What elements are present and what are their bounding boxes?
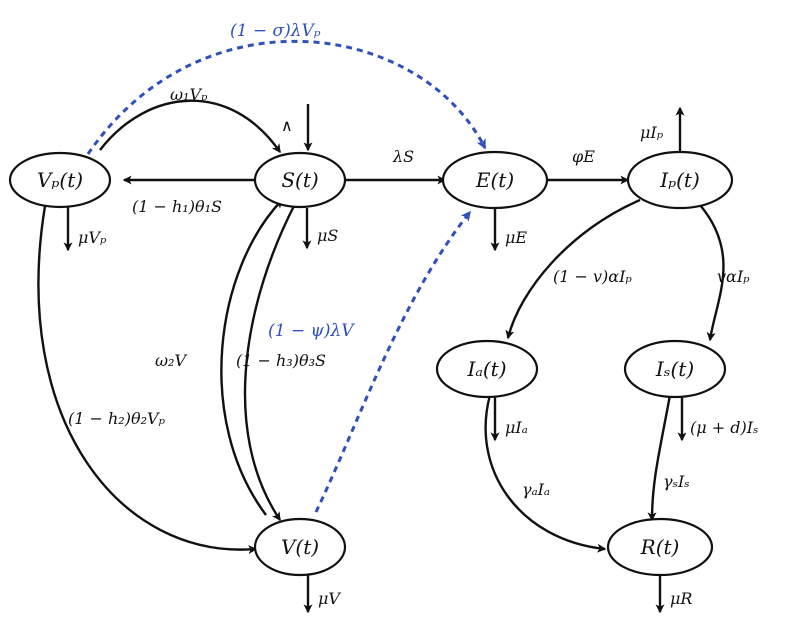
- node-vp: Vₚ(t): [8, 151, 112, 209]
- arrow-ia-to-r: [484, 394, 607, 553]
- label-sigma-lambda-vp: (1 − σ)λVₚ: [230, 21, 321, 41]
- label-h2-theta2-vp: (1 − h₂)θ₂Vₚ: [68, 409, 166, 428]
- arrow-is-to-r: [647, 394, 672, 522]
- node-ip-label: Iₚ(t): [659, 168, 700, 192]
- node-ip: Iₚ(t): [626, 150, 734, 210]
- label-mu-v: μV: [318, 589, 341, 608]
- arrow-vp-to-e-dashed: [86, 40, 487, 155]
- label-v-alpha-ip: vαIₚ: [717, 267, 750, 286]
- label-gamma-a-ia: γₐIₐ: [522, 480, 550, 499]
- node-ia-label: Iₐ(t): [466, 357, 506, 381]
- node-s-label: S(t): [281, 168, 318, 192]
- arrow-ip-to-is: [699, 204, 725, 342]
- label-omega2-v: ω₂V: [155, 351, 187, 370]
- node-is: Iₛ(t): [623, 339, 727, 399]
- node-is-label: Iₛ(t): [655, 357, 694, 381]
- label-recruitment: ∧: [281, 116, 293, 135]
- label-psi-lambda-v: (1 − ψ)λV: [268, 321, 355, 341]
- node-s: S(t): [253, 151, 347, 209]
- arrow-s-to-v: [243, 201, 298, 522]
- label-mu-e: μE: [505, 228, 527, 247]
- node-r-label: R(t): [640, 535, 680, 559]
- arrow-vp-to-s: [99, 99, 281, 154]
- node-r: R(t): [606, 517, 714, 577]
- label-h1-theta1-s: (1 − h₁)θ₁S: [132, 197, 222, 216]
- label-gamma-s-is: γₛIₛ: [663, 472, 690, 491]
- label-lambda-s: λS: [392, 147, 414, 166]
- label-one-minus-v-alpha-ip: (1 − v)αIₚ: [553, 267, 632, 286]
- node-v-label: V(t): [281, 535, 319, 559]
- node-e: E(t): [441, 150, 549, 210]
- label-mu-ia: μIₐ: [505, 418, 528, 437]
- label-mu-ip: μIₚ: [640, 123, 664, 142]
- label-mu-vp: μVₚ: [78, 228, 107, 247]
- arrow-vp-to-v: [37, 205, 258, 555]
- label-phi-e: φE: [572, 147, 595, 166]
- arrow-ip-to-ia: [505, 198, 641, 340]
- node-ia: Iₐ(t): [435, 339, 539, 399]
- arrow-v-to-s: [220, 199, 283, 516]
- arrow-v-to-e-dashed: [314, 210, 472, 513]
- label-h3-theta3-s: (1 − h₃)θ₃S: [236, 351, 326, 370]
- node-vp-label: Vₚ(t): [37, 168, 83, 192]
- label-mu-r: μR: [670, 589, 692, 608]
- label-mu-d-is: (μ + d)Iₛ: [690, 418, 758, 437]
- label-mu-s: μS: [317, 226, 338, 245]
- label-omega1-vp: ω₁Vₚ: [170, 85, 208, 104]
- node-v: V(t): [253, 517, 347, 577]
- node-e-label: E(t): [475, 168, 514, 192]
